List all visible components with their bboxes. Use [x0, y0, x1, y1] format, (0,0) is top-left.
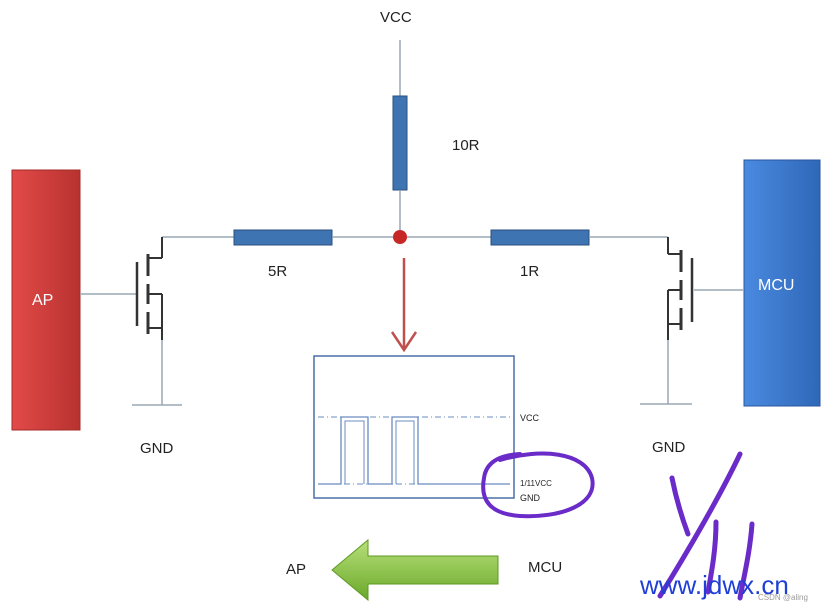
watermark-small: CSDN @aling — [758, 593, 808, 602]
gnd-left-label: GND — [140, 440, 174, 457]
resistor-10r — [392, 95, 408, 191]
scope-vcc-label: VCC — [520, 413, 540, 423]
scope-gnd-label: GND — [520, 493, 541, 503]
resistor-5r-label: 5R — [268, 263, 287, 280]
scope-signal-inner — [344, 420, 365, 484]
vcc-top-label: VCC — [380, 9, 412, 26]
ap-block — [11, 169, 81, 431]
arrow-from-label: MCU — [528, 559, 562, 576]
handwritten-fraction-strokes — [657, 451, 755, 601]
right-mosfet — [640, 237, 744, 405]
resistor-10r-label: 10R — [452, 137, 480, 154]
scope-level-label: 1/11VCC — [520, 479, 552, 488]
annotation-circle — [481, 451, 595, 519]
green-arrow — [331, 538, 499, 602]
gnd-right-label: GND — [652, 439, 686, 456]
left-mosfet — [80, 237, 182, 406]
resistor-1r — [490, 229, 590, 246]
arrow-to-label: AP — [286, 561, 306, 578]
resistor-5r — [233, 229, 333, 246]
junction-node — [393, 230, 407, 244]
scope-signal-inner-2 — [395, 420, 415, 484]
watermark-url: www.jdwx.cn — [639, 570, 789, 600]
scope-signal — [318, 416, 510, 485]
ap-block-label: AP — [32, 292, 53, 309]
mcu-block — [743, 159, 821, 407]
current-arrow-head — [390, 331, 418, 353]
resistor-1r-label: 1R — [520, 263, 539, 280]
mcu-block-label: MCU — [758, 277, 794, 294]
